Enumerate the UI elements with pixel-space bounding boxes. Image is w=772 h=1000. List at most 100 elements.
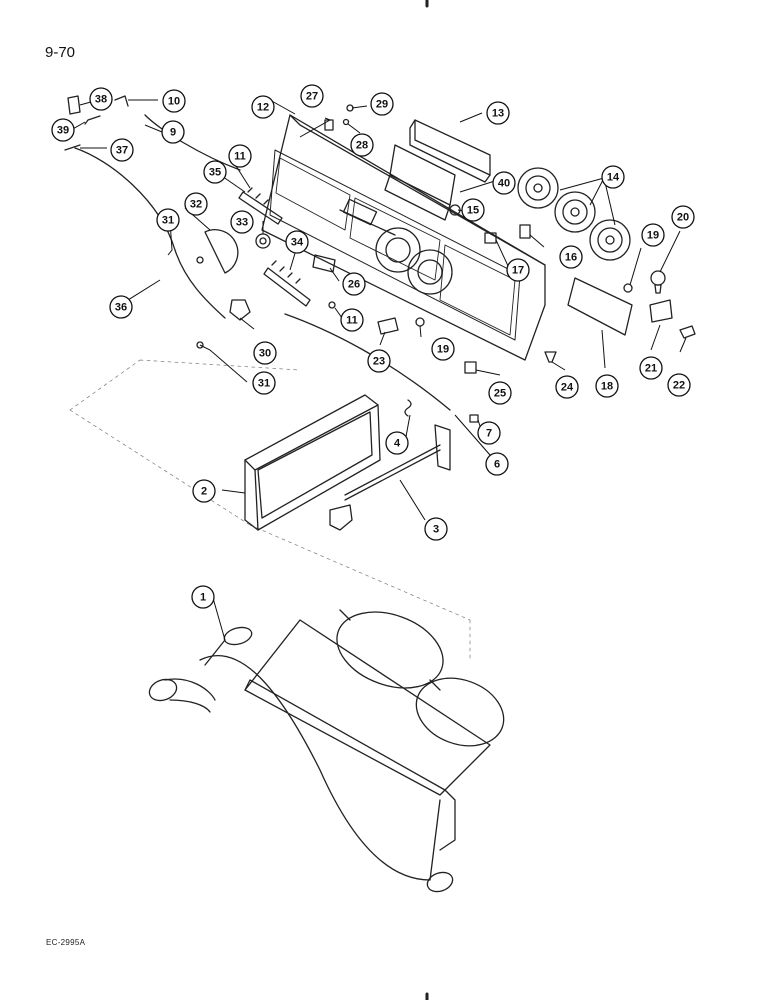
- callout-circle: [667, 373, 691, 397]
- callout-40: 40: [492, 171, 516, 195]
- callout-circle: [192, 479, 216, 503]
- callout-31: 31: [156, 208, 180, 232]
- cable-36: [74, 147, 226, 319]
- page-number: 9-70: [45, 44, 76, 61]
- callout-21: 21: [639, 356, 663, 380]
- callout-number: 39: [57, 125, 69, 137]
- callout-number: 31: [258, 378, 270, 390]
- callout-6: 6: [485, 452, 509, 476]
- callout-20: 20: [671, 205, 695, 229]
- callout-circle: [340, 308, 364, 332]
- callout-23: 23: [367, 349, 391, 373]
- callout-circle: [252, 371, 276, 395]
- callout-circle: [230, 210, 254, 234]
- callout-circle: [191, 585, 215, 609]
- callout-number: 17: [512, 265, 524, 277]
- gauges-14: [517, 167, 631, 261]
- callout-circle: [601, 165, 625, 189]
- callout-37: 37: [110, 138, 134, 162]
- callout-36: 36: [109, 295, 133, 319]
- callout-2: 2: [192, 479, 216, 503]
- callout-number: 27: [306, 91, 318, 103]
- callout-circle: [477, 421, 501, 445]
- callout-number: 11: [234, 151, 246, 163]
- callout-30: 30: [253, 341, 277, 365]
- callout-circle: [110, 138, 134, 162]
- alignment-dashes: [69, 359, 471, 661]
- callout-number: 33: [236, 217, 248, 229]
- cover-plate-18: [567, 277, 633, 336]
- callout-38: 38: [89, 87, 113, 111]
- callout-number: 7: [486, 428, 492, 440]
- callout-28: 28: [350, 133, 374, 157]
- callout-circle: [486, 101, 510, 125]
- callout-circle: [492, 171, 516, 195]
- callout-circle: [424, 517, 448, 541]
- bracket-3: [329, 424, 451, 531]
- callout-circle: [367, 349, 391, 373]
- callout-number: 11: [346, 315, 358, 327]
- callout-circle: [671, 205, 695, 229]
- callout-circle: [431, 337, 455, 361]
- callout-circle: [385, 431, 409, 455]
- callout-29: 29: [370, 92, 394, 116]
- callout-circle: [506, 258, 530, 282]
- callout-number: 1: [200, 592, 206, 604]
- callout-19: 19: [431, 337, 455, 361]
- callout-number: 3: [433, 524, 439, 536]
- callout-number: 4: [394, 438, 401, 450]
- rack-35: [238, 187, 283, 225]
- callout-circle: [370, 92, 394, 116]
- callout-number: 24: [561, 382, 574, 394]
- dash-panel-12: [261, 114, 546, 361]
- callout-number: 15: [467, 205, 479, 217]
- callout-circle: [639, 356, 663, 380]
- callout-34: 34: [285, 230, 309, 254]
- cable-9: [144, 114, 241, 171]
- callout-circle: [300, 84, 324, 108]
- callout-3: 3: [424, 517, 448, 541]
- callout-number: 31: [162, 215, 174, 227]
- callout-32: 32: [184, 192, 208, 216]
- callout-16: 16: [559, 245, 583, 269]
- vent-13: [409, 119, 491, 183]
- callout-15: 15: [461, 198, 485, 222]
- filter-2: [244, 394, 381, 531]
- callout-22: 22: [667, 373, 691, 397]
- heater-box-1: [148, 609, 505, 893]
- callout-number: 38: [95, 94, 107, 106]
- callout-number: 28: [356, 140, 368, 152]
- callout-number: 34: [291, 237, 304, 249]
- callout-circle: [555, 375, 579, 399]
- callout-number: 18: [601, 381, 613, 393]
- callout-circle: [251, 95, 275, 119]
- callout-9: 9: [161, 120, 185, 144]
- callout-17: 17: [506, 258, 530, 282]
- callout-11: 11: [228, 144, 252, 168]
- callout-number: 2: [201, 486, 207, 498]
- callout-circle: [461, 198, 485, 222]
- callout-circle: [485, 452, 509, 476]
- callout-circle: [641, 223, 665, 247]
- cable-6: [284, 313, 451, 411]
- callout-39: 39: [51, 118, 75, 142]
- callout-25: 25: [488, 381, 512, 405]
- callout-number: 22: [673, 380, 685, 392]
- callout-number: 16: [565, 252, 577, 264]
- callout-19: 19: [641, 223, 665, 247]
- rack-34: [263, 260, 311, 307]
- callout-number: 9: [170, 127, 176, 139]
- document-code: EC-2995A: [46, 938, 86, 947]
- callout-35: 35: [203, 160, 227, 184]
- callout-26: 26: [342, 272, 366, 296]
- callout-18: 18: [595, 374, 619, 398]
- callout-circle: [51, 118, 75, 142]
- callout-circle: [184, 192, 208, 216]
- callout-1: 1: [191, 585, 215, 609]
- callout-number: 30: [259, 348, 271, 360]
- callout-33: 33: [230, 210, 254, 234]
- callout-circle: [203, 160, 227, 184]
- callout-circle: [228, 144, 252, 168]
